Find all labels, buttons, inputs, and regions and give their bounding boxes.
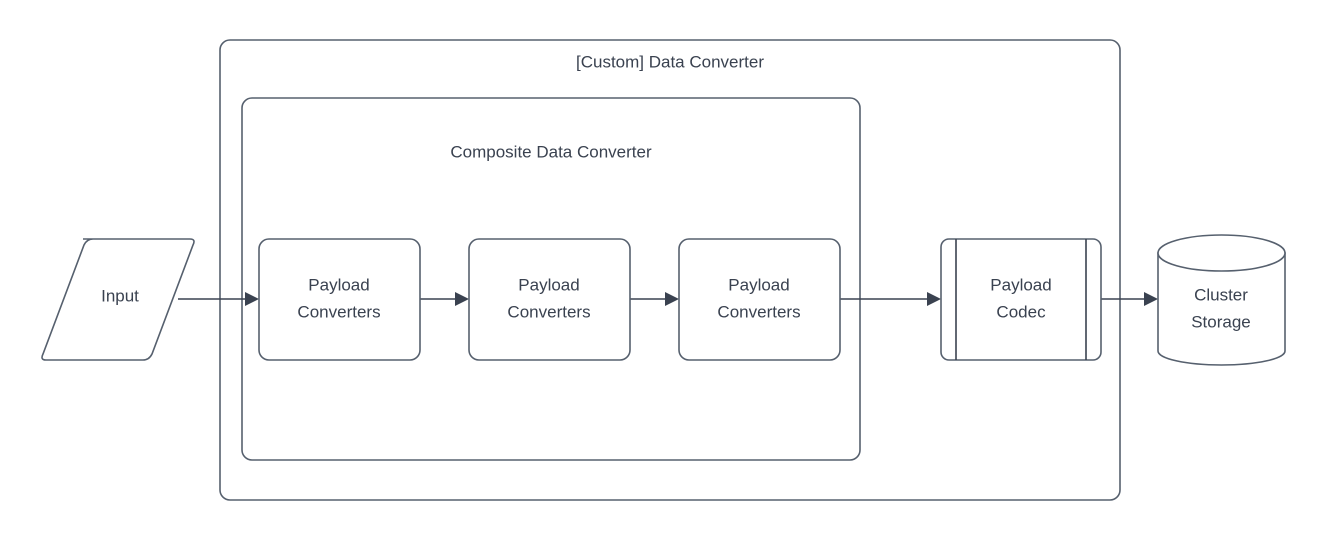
arrow-head-icon: [1144, 292, 1158, 306]
payload-converters-3-label-line2: Converters: [717, 302, 800, 321]
payload-converters-1-box[interactable]: [258, 238, 421, 361]
cluster-storage-body[interactable]: [1157, 252, 1286, 366]
payload-codec-label-line1: Payload: [990, 275, 1051, 294]
node-input[interactable]: Input: [41, 238, 195, 361]
edge-codec-to-cluster-storage: [1101, 292, 1158, 306]
payload-converters-2-box[interactable]: [468, 238, 631, 361]
edge-payload-converters-3-to-codec: [840, 292, 941, 306]
node-payload-codec[interactable]: Payload Codec: [940, 238, 1102, 361]
arrow-head-icon: [245, 292, 259, 306]
node-payload-converters-2[interactable]: Payload Converters: [468, 238, 631, 361]
composite-data-converter-label: Composite Data Converter: [450, 142, 652, 161]
node-payload-converters-1[interactable]: Payload Converters: [258, 238, 421, 361]
edge-payload-converters-1-to-2: [420, 292, 469, 306]
payload-converters-3-box[interactable]: [678, 238, 841, 361]
input-shape[interactable]: [41, 238, 195, 361]
payload-codec-label-line2: Codec: [996, 302, 1046, 321]
arrow-head-icon: [665, 292, 679, 306]
arrow-head-icon: [455, 292, 469, 306]
payload-converters-2-label-line2: Converters: [507, 302, 590, 321]
input-label: Input: [101, 286, 139, 305]
cluster-storage-label-line1: Cluster: [1194, 285, 1248, 304]
payload-codec-box[interactable]: [940, 238, 1102, 361]
custom-data-converter-label: [Custom] Data Converter: [576, 52, 764, 71]
cluster-storage-label-line2: Storage: [1191, 312, 1251, 331]
payload-converters-2-label-line1: Payload: [518, 275, 579, 294]
arrow-head-icon: [927, 292, 941, 306]
edge-input-to-payload-converters-1: [178, 292, 259, 306]
payload-converters-1-label-line1: Payload: [308, 275, 369, 294]
cluster-storage-top-ellipse: [1157, 234, 1286, 272]
node-payload-converters-3[interactable]: Payload Converters: [678, 238, 841, 361]
edge-payload-converters-2-to-3: [630, 292, 679, 306]
payload-converters-3-label-line1: Payload: [728, 275, 789, 294]
node-cluster-storage[interactable]: Cluster Storage: [1157, 234, 1286, 366]
payload-converters-1-label-line2: Converters: [297, 302, 380, 321]
